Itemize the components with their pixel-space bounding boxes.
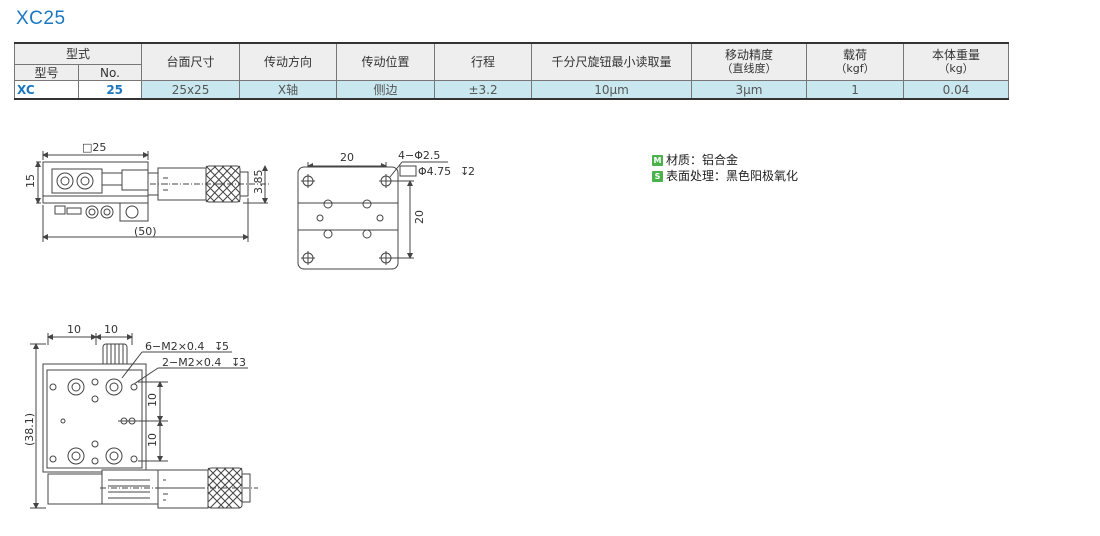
- header-load-label: 载荷: [843, 48, 868, 62]
- page-title: XC25: [16, 8, 66, 29]
- side-view-drawing: [35, 151, 270, 242]
- cell-model: XC: [14, 80, 79, 100]
- header-accuracy: 移动精度 （直线度）: [691, 42, 808, 81]
- header-drive-direction: 传动方向: [239, 42, 338, 81]
- dim-plan-width: 20: [340, 151, 354, 164]
- header-load-unit: （kgf）: [835, 62, 875, 75]
- dim-top-v1: 10: [146, 393, 159, 407]
- dim-plan-cbore-depth: 2: [468, 165, 475, 178]
- cell-travel: ±3.2: [434, 80, 533, 100]
- dim-top-v2: 10: [146, 433, 159, 447]
- dim-tap-a: 6−M2×0.4: [145, 340, 204, 353]
- header-no: No.: [77, 64, 143, 81]
- header-micrometer: 千分尺旋钮最小读取量: [531, 42, 693, 81]
- dim-side-height: 15: [24, 174, 37, 188]
- header-accuracy-label: 移动精度: [725, 48, 774, 62]
- cell-load: 1: [806, 80, 905, 100]
- header-table-size: 台面尺寸: [141, 42, 241, 81]
- dim-side-length: (50): [134, 225, 157, 238]
- surface-icon: S: [652, 171, 663, 182]
- header-weight-label: 本体重量: [932, 48, 981, 62]
- top-view-drawing: [30, 333, 258, 509]
- cell-drive-position: 侧边: [336, 80, 436, 100]
- header-load: 载荷 （kgf）: [806, 42, 905, 81]
- note-material-text: 材质：铝合金: [666, 153, 739, 167]
- cell-no: 25: [77, 80, 143, 100]
- dim-tap-a-depth: 5: [222, 340, 229, 353]
- dim-top-d2: 10: [104, 323, 118, 336]
- header-drive-position: 传动位置: [336, 42, 436, 81]
- dim-plan-height: 20: [413, 210, 426, 224]
- note-surface-text: 表面处理：黑色阳极氧化: [666, 169, 799, 183]
- dim-side-offset: 3.85: [252, 170, 265, 195]
- cell-weight: 0.04: [903, 80, 1010, 100]
- dim-plan-holes: 4−Φ2.5: [398, 149, 440, 162]
- dim-tap-b-depth: 3: [239, 356, 246, 369]
- material-icon: M: [652, 155, 663, 166]
- table-row: XC 25 25x25 X轴 侧边 ±3.2 10μm 3μm 1 0.04: [14, 80, 1010, 100]
- dim-top-d1: 10: [67, 323, 81, 336]
- header-weight-unit: （kg）: [938, 62, 974, 75]
- tap-b-depth-symbol: ↧: [231, 356, 240, 369]
- dim-top-total: (38.1): [23, 413, 36, 446]
- plan-view-drawing: [297, 161, 448, 270]
- plan-depth-symbol: ↧: [460, 165, 469, 178]
- dim-plan-cbore: Φ4.75: [418, 165, 451, 178]
- header-accuracy-sub: （直线度）: [721, 62, 777, 75]
- cell-accuracy: 3μm: [691, 80, 808, 100]
- dim-tap-b: 2−M2×0.4: [162, 356, 221, 369]
- cell-table-size: 25x25: [141, 80, 241, 100]
- dim-side-width: □25: [82, 141, 106, 154]
- spec-table: 型式 台面尺寸 传动方向 传动位置 行程 千分尺旋钮最小读取量 移动精度 （直线…: [13, 42, 1010, 100]
- tap-a-depth-symbol: ↧: [214, 340, 223, 353]
- header-weight: 本体重量 （kg）: [903, 42, 1010, 81]
